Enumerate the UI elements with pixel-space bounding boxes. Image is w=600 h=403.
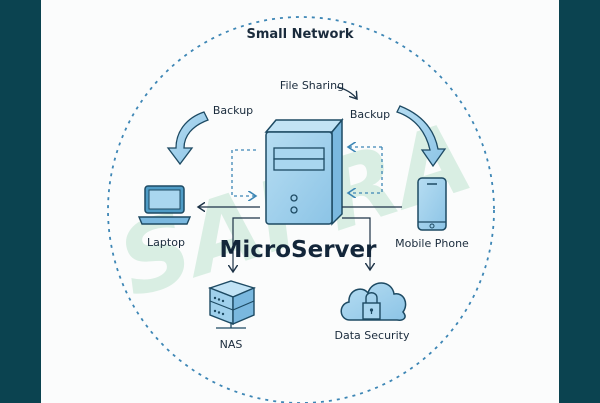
center-node-label: MicroServer [220, 237, 378, 263]
flow-label-backup-left: Backup [213, 104, 253, 117]
nas-storage-icon [207, 280, 257, 329]
laptop-icon [137, 185, 192, 225]
node-label-mobile-phone: Mobile Phone [395, 237, 469, 250]
node-label-data-security: Data Security [335, 329, 410, 342]
backup-arrow-right-icon [396, 105, 447, 168]
cloud-lock-icon [340, 282, 407, 321]
server-tower-icon [264, 117, 344, 226]
node-label-laptop: Laptop [147, 236, 185, 249]
sync-loop-left [231, 149, 256, 196]
link-server-security [342, 217, 370, 270]
link-server-nas [233, 217, 260, 272]
flow-label-backup-right: Backup [350, 108, 390, 121]
backup-arrow-left-icon [166, 111, 209, 166]
network-boundary [107, 16, 495, 403]
diagram-title: Small Network [246, 27, 353, 42]
flow-label-file-sharing: File Sharing [280, 79, 344, 92]
node-label-nas: NAS [220, 338, 243, 351]
mobile-phone-icon [417, 177, 447, 231]
file-sharing-arrow [336, 86, 357, 99]
sync-loop-right-bottom [348, 147, 383, 193]
